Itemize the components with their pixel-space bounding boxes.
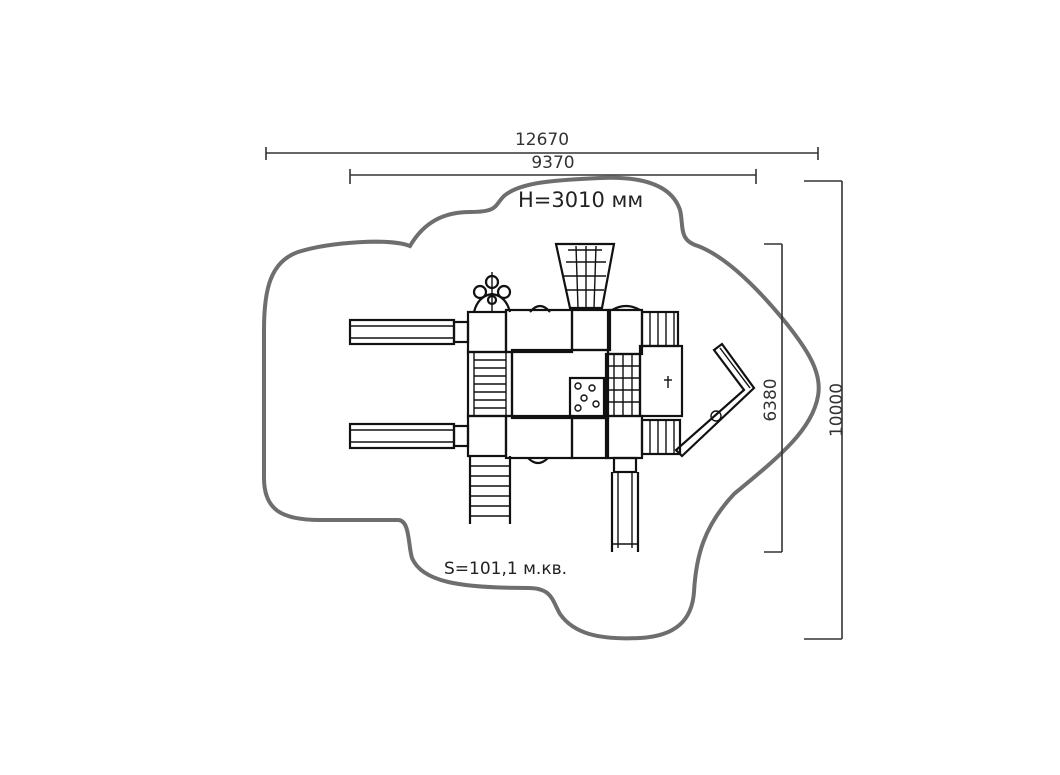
play-equipment bbox=[348, 242, 756, 552]
slide-lower-left bbox=[348, 422, 470, 450]
flower-ornament bbox=[472, 272, 512, 313]
central-platform bbox=[510, 348, 610, 420]
dimension-inner-width: 9370 bbox=[349, 153, 757, 184]
dimension-overall-width: 12670 bbox=[265, 130, 819, 160]
area-label: S=101,1 м.кв. bbox=[444, 559, 567, 579]
inner-height-label: 6380 bbox=[761, 378, 781, 421]
bridge-upper bbox=[504, 308, 574, 354]
right-house bbox=[638, 344, 684, 418]
tower-upper-right bbox=[570, 308, 612, 352]
dome-right bbox=[611, 304, 641, 311]
dimension-overall-height: 10000 bbox=[804, 180, 847, 640]
dimension-inner-height: 6380 bbox=[761, 243, 783, 553]
stair-lower-right bbox=[640, 418, 682, 456]
climbing-net bbox=[554, 242, 616, 310]
slide-upper-left bbox=[348, 318, 470, 346]
stair-upper-right bbox=[640, 310, 680, 348]
tower-lower-left bbox=[466, 414, 508, 458]
overall-height-label: 10000 bbox=[827, 383, 847, 437]
tower-lower-right bbox=[570, 416, 610, 460]
stair-left-middle bbox=[466, 350, 514, 418]
bridge-lower bbox=[504, 414, 574, 460]
tower-upper-left bbox=[466, 310, 508, 354]
dome-upper bbox=[529, 304, 551, 313]
dome-lower bbox=[527, 457, 549, 465]
overall-width-label: 12670 bbox=[515, 130, 569, 150]
inner-width-label: 9370 bbox=[531, 153, 574, 173]
slide-bottom bbox=[610, 456, 640, 552]
grid-climber bbox=[604, 352, 642, 418]
tower-right-top bbox=[606, 308, 644, 356]
diagonal-ladder bbox=[674, 342, 756, 458]
stair-lower-left bbox=[468, 456, 512, 524]
safety-zone-outline bbox=[262, 175, 821, 641]
height-label: H=3010 мм bbox=[518, 188, 643, 212]
climbing-wall bbox=[568, 376, 606, 418]
tower-right-bottom bbox=[604, 414, 644, 460]
